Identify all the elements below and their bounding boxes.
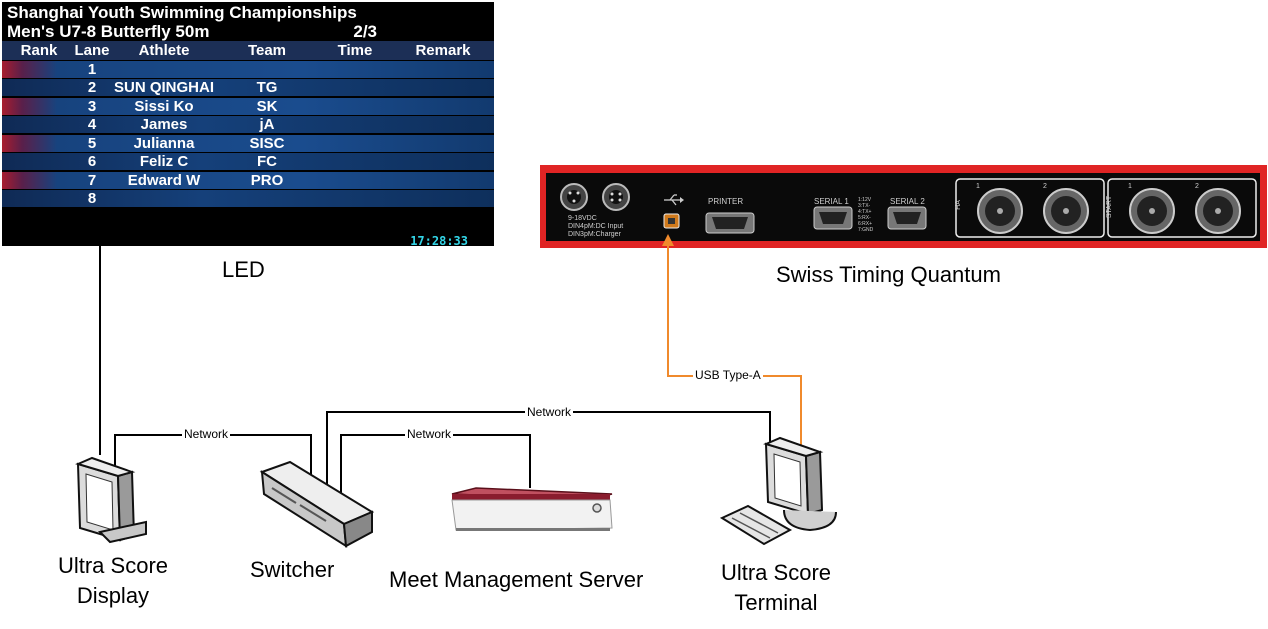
ha-port-group (955, 178, 1105, 238)
led-row: 2 SUN QINGHAI TG (2, 79, 494, 96)
server-icon (451, 487, 613, 531)
row-team: SK (256, 98, 278, 115)
network-label-display: Network (182, 427, 231, 441)
serial-2-label: SERIAL 2 (890, 197, 925, 206)
usb-arrow-icon (662, 234, 674, 246)
serial-1-label: SERIAL 1 (814, 197, 849, 206)
row-team: jA (259, 116, 275, 133)
row-athlete: Edward W (127, 172, 201, 189)
led-scoreboard: Shanghai Youth Swimming Championships Me… (2, 2, 494, 246)
network-wire-switcher-terminal (326, 411, 771, 492)
display-monitor-icon (75, 456, 147, 544)
led-row: 5 Julianna SISC (2, 135, 494, 152)
led-row: 7 Edward W PRO (2, 172, 494, 189)
switcher-label: Switcher (250, 557, 335, 582)
ha-port-2-icon (1043, 188, 1089, 234)
start-port-2-icon (1195, 188, 1241, 234)
start-port-2-number: 2 (1195, 183, 1199, 190)
dc-input-label: DIN4pM:DC Input (568, 223, 624, 230)
row-lane: 3 (87, 98, 97, 115)
printer-port-icon (705, 212, 755, 234)
row-lane: 7 (87, 172, 97, 189)
quantum-rear-panel: 9-18VDC DIN4pM:DC Input DIN3pM:Charger P… (546, 173, 1260, 241)
row-athlete: Sissi Ko (134, 98, 194, 115)
led-event-name: Men's U7-8 Butterfly 50m (7, 22, 210, 41)
quantum-connectors (560, 178, 1257, 238)
led-row: 1 (2, 61, 494, 78)
printer-label: PRINTER (708, 197, 744, 206)
led-heat: 2/3 (353, 22, 377, 41)
led-event: Men's U7-8 Butterfly 50m 2/3 (7, 22, 377, 41)
led-row: 3 Sissi Ko SK (2, 98, 494, 115)
usb-b-port-icon (663, 213, 680, 229)
server-label: Meet Management Server (389, 567, 644, 592)
row-lane: 2 (87, 79, 97, 96)
col-remark: Remark (415, 42, 471, 59)
row-team: FC (257, 153, 277, 170)
led-title: Shanghai Youth Swimming Championships (7, 3, 357, 22)
din-dc-input-connector-icon (602, 183, 630, 211)
row-team: SISC (249, 135, 285, 152)
start-port-group (1107, 178, 1257, 238)
pinout-1: 1:12V (858, 197, 872, 203)
row-team: TG (256, 79, 278, 96)
pinout-3: 4:TX+ (858, 209, 872, 215)
usb-label: USB Type-A (693, 368, 763, 382)
serial-2-port-icon (887, 206, 927, 230)
ha-port-1-number: 1 (976, 183, 980, 190)
terminal-label: Ultra Score Terminal (701, 560, 851, 616)
row-lane: 6 (87, 153, 97, 170)
keyboard-icon (719, 504, 793, 546)
display-label-line2: Display (76, 583, 150, 608)
pinout-4: 5:RX- (858, 215, 871, 221)
terminal-label-line2: Terminal (734, 590, 818, 615)
row-lane: 5 (87, 135, 97, 152)
pinout-6: 7:GND (858, 227, 874, 233)
serial-1-port-icon (813, 206, 853, 230)
start-port-1-icon (1129, 188, 1175, 234)
col-lane: Lane (74, 42, 110, 59)
power-label: 9-18VDC (568, 215, 597, 222)
col-time: Time (337, 42, 373, 59)
quantum-label: Swiss Timing Quantum (776, 262, 1001, 287)
col-team: Team (247, 42, 287, 59)
row-athlete: Julianna (133, 135, 195, 152)
row-athlete: Feliz C (139, 153, 189, 170)
din-charger-connector-icon (560, 183, 588, 211)
quantum-device: 9-18VDC DIN4pM:DC Input DIN3pM:Charger P… (540, 165, 1267, 248)
led-row: 8 (2, 190, 494, 207)
led-clock: 17:28:33 (410, 234, 468, 246)
network-label-terminal: Network (525, 405, 574, 419)
led-label: LED (222, 257, 265, 282)
display-label: Ultra Score Display (38, 553, 188, 609)
start-port-1-number: 1 (1128, 183, 1132, 190)
led-row: 4 James jA (2, 116, 494, 133)
row-team: PRO (250, 172, 284, 189)
display-label-line1: Ultra Score (57, 553, 169, 578)
row-lane: 1 (87, 61, 97, 78)
row-lane: 4 (87, 116, 97, 133)
led-row: 6 Feliz C FC (2, 153, 494, 170)
row-athlete: James (140, 116, 188, 133)
pinout-2: 3:TX- (858, 203, 871, 209)
col-athlete: Athlete (138, 42, 190, 59)
usb-symbol-icon (664, 194, 684, 206)
switcher-icon (259, 460, 375, 548)
col-rank: Rank (20, 42, 58, 59)
terminal-monitor-icon (763, 436, 837, 532)
network-wire-switcher-server (340, 434, 531, 496)
ha-port-1-icon (977, 188, 1023, 234)
pinout-5: 6:RX+ (858, 221, 873, 227)
led-column-header: Rank Lane Athlete Team Time Remark (2, 41, 494, 60)
row-athlete: SUN QINGHAI (114, 79, 214, 96)
ha-port-2-number: 2 (1043, 183, 1047, 190)
row-lane: 8 (87, 190, 97, 207)
charger-label: DIN3pM:Charger (568, 231, 621, 238)
terminal-label-line1: Ultra Score (720, 560, 832, 585)
network-label-server: Network (405, 427, 454, 441)
